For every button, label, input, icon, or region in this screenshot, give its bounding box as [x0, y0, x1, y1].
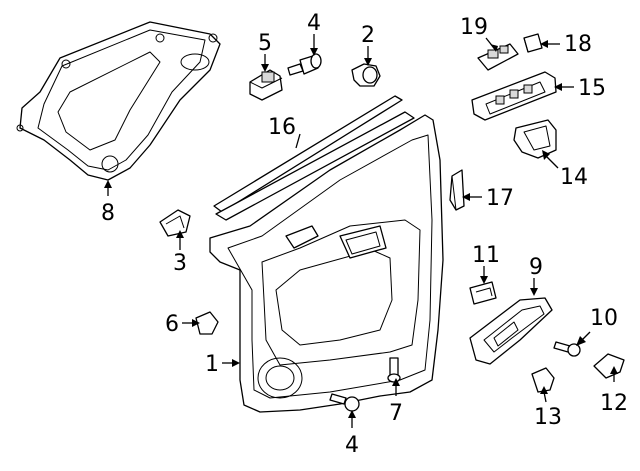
callout-17: 17: [486, 186, 514, 211]
callout-19: 19: [460, 15, 488, 40]
callout-1: 1: [205, 352, 219, 377]
part-13-clip: [531, 367, 555, 393]
callout-13: 13: [534, 405, 562, 430]
callout-4-bottom: 4: [345, 433, 359, 458]
part-14-bezel: [513, 119, 557, 159]
callout-14: 14: [560, 165, 588, 190]
callout-10: 10: [590, 306, 618, 331]
part-17-clip: [449, 169, 465, 211]
part-3-bracket: [159, 209, 191, 237]
callout-2: 2: [361, 23, 375, 48]
part-7-screw: [387, 357, 401, 383]
part-6-pin: [195, 311, 219, 335]
part-10-screw: [553, 341, 581, 357]
part-18-switch: [523, 33, 543, 53]
callout-15: 15: [578, 76, 606, 101]
part-15-window-switch-panel: [471, 71, 557, 121]
part-8-shield: [16, 21, 221, 181]
callout-6: 6: [165, 312, 179, 337]
part-4-screw-top: [287, 53, 322, 76]
part-5-clip: [249, 69, 283, 101]
callout-8: 8: [101, 201, 115, 226]
part-19-switch: [477, 43, 519, 71]
part-16-weatherstrip: [213, 95, 415, 221]
callout-3: 3: [173, 251, 187, 276]
callout-7: 7: [389, 401, 403, 426]
callout-9: 9: [529, 255, 543, 280]
callout-5: 5: [258, 31, 272, 56]
part-1-door-trim-panel: [209, 114, 444, 413]
part-4-screw-bottom: [329, 393, 360, 412]
part-11-insert: [469, 281, 497, 305]
callout-18: 18: [564, 32, 592, 57]
callout-12: 12: [600, 391, 628, 416]
part-9-handle-bezel: [469, 297, 553, 365]
part-2-grommet: [351, 63, 381, 87]
callout-16: 16: [268, 115, 296, 140]
callout-labels: 4 2 5 19 18 15 14 17 16 8 3 6 1 7 4 11 9…: [101, 11, 628, 458]
callout-4-top: 4: [307, 11, 321, 36]
callout-11: 11: [472, 243, 500, 268]
part-12-bracket: [593, 353, 625, 379]
leader-lines: [104, 34, 618, 428]
